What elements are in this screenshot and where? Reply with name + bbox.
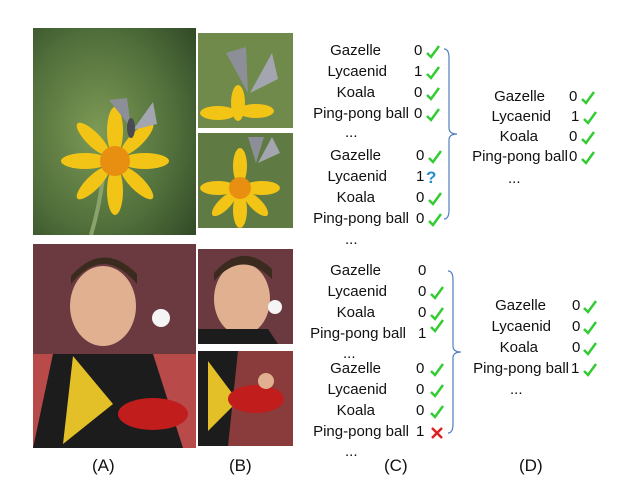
check-icon <box>426 87 441 101</box>
cross-icon <box>431 427 443 439</box>
label-value: 1 <box>414 63 423 80</box>
check-icon <box>581 91 596 105</box>
panel-label-b: (B) <box>229 456 252 475</box>
table-tennis-photo-crop-1 <box>198 249 293 344</box>
class-label: Koala <box>336 189 375 206</box>
label-value: 0 <box>414 84 423 101</box>
label-value: 0 <box>414 42 423 59</box>
check-icon <box>426 108 441 122</box>
class-label: Ping-pong ball <box>473 360 569 377</box>
ellipsis: ... <box>345 124 358 141</box>
label-value: 0 <box>414 105 423 122</box>
table-tennis-photo-crop-2 <box>198 351 293 446</box>
ellipsis: ... <box>345 443 358 460</box>
check-icon <box>430 286 445 300</box>
class-label: Ping-pong ball <box>313 423 409 440</box>
butterfly-photo-crop-2 <box>198 133 293 228</box>
panel-label-d: (D) <box>519 456 543 475</box>
label-value: 0 <box>569 128 578 145</box>
check-icon <box>583 111 598 125</box>
label-value: 0 <box>569 148 578 165</box>
panel-label-c: (C) <box>384 456 408 475</box>
check-icon <box>428 192 443 206</box>
label-value: 1 <box>418 325 427 342</box>
label-value: 0 <box>418 304 427 321</box>
question-icon: ? <box>426 168 436 186</box>
label-value: 0 <box>572 339 581 356</box>
label-value: 0 <box>572 297 581 314</box>
class-label: Gazelle <box>330 42 381 59</box>
check-icon <box>430 307 445 321</box>
class-label: Ping-pong ball <box>310 325 406 342</box>
svg-text:?: ? <box>426 168 436 186</box>
butterfly-photo-large <box>33 28 196 235</box>
check-icon <box>581 131 596 145</box>
class-label: Lycaenid <box>327 283 388 300</box>
class-label: Gazelle <box>494 88 545 105</box>
ellipsis: ... <box>345 231 358 248</box>
label-value: 0 <box>416 210 425 227</box>
class-label: Koala <box>499 339 538 356</box>
check-icon <box>428 150 443 164</box>
class-label: Koala <box>336 304 375 321</box>
check-icon <box>583 321 598 335</box>
class-label: Koala <box>336 84 375 101</box>
class-label: Lycaenid <box>327 63 388 80</box>
label-value: 1 <box>571 360 580 377</box>
label-value: 0 <box>416 147 425 164</box>
class-label: Ping-pong ball <box>472 148 568 165</box>
check-icon <box>430 384 445 398</box>
label-value: 0 <box>416 402 425 419</box>
label-value: 1 <box>571 108 580 125</box>
check-icon <box>583 363 598 377</box>
class-label: Gazelle <box>495 297 546 314</box>
check-icon <box>583 300 598 314</box>
ellipsis: ... <box>508 170 521 187</box>
check-icon <box>430 319 445 333</box>
merge-bracket-top <box>443 48 458 220</box>
class-label: Gazelle <box>330 262 381 279</box>
ellipsis: ... <box>510 381 523 398</box>
label-value: 0 <box>418 262 427 279</box>
check-icon <box>583 342 598 356</box>
ellipsis: ... <box>343 345 356 362</box>
check-icon <box>430 405 445 419</box>
class-label: Lycaenid <box>327 381 388 398</box>
check-icon <box>430 363 445 377</box>
class-label: Gazelle <box>330 360 381 377</box>
label-value: 0 <box>569 88 578 105</box>
class-label: Ping-pong ball <box>313 105 409 122</box>
class-label: Ping-pong ball <box>313 210 409 227</box>
class-label: Koala <box>336 402 375 419</box>
class-label: Koala <box>499 128 538 145</box>
label-value: 0 <box>416 381 425 398</box>
table-tennis-photo-large <box>33 244 196 448</box>
label-value: 1 <box>416 168 425 185</box>
label-value: 0 <box>416 360 425 377</box>
label-value: 1 <box>416 423 425 440</box>
check-icon <box>426 66 441 80</box>
class-label: Lycaenid <box>491 318 552 335</box>
class-label: Lycaenid <box>327 168 388 185</box>
check-icon <box>426 45 441 59</box>
merge-bracket-bottom <box>447 270 462 434</box>
label-value: 0 <box>572 318 581 335</box>
label-value: 0 <box>416 189 425 206</box>
label-value: 0 <box>418 283 427 300</box>
class-label: Lycaenid <box>491 108 552 125</box>
panel-label-a: (A) <box>92 456 115 475</box>
class-label: Gazelle <box>330 147 381 164</box>
butterfly-photo-crop-1 <box>198 33 293 128</box>
check-icon <box>581 151 596 165</box>
check-icon <box>428 213 443 227</box>
